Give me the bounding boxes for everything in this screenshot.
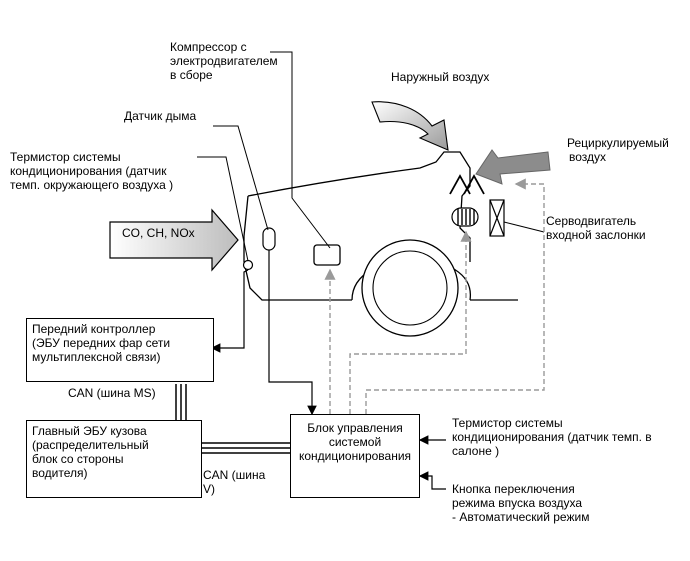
leader-servo (503, 221, 545, 233)
leader-smoke (213, 125, 269, 231)
wheel-inner (372, 250, 448, 326)
recirc-air-arrow (475, 149, 551, 185)
label-gases: CO, CH, NOx (122, 226, 195, 240)
wire-mode-button (418, 471, 446, 490)
smoke-sensor (262, 227, 276, 251)
dashed-blower (349, 230, 472, 414)
can-ms-bus (175, 384, 187, 420)
can-v-bus (202, 442, 290, 454)
leader-compressor (270, 51, 331, 249)
blower-lines (457, 209, 475, 225)
label-smoke-sensor: Датчик дыма (124, 109, 197, 123)
wire-ambient (210, 269, 249, 353)
wire-smoke (268, 250, 317, 416)
vehicle-front (243, 195, 352, 301)
intake-flaps (449, 174, 485, 195)
servo-x (489, 199, 505, 237)
front-controller-box: Передний контроллер(ЭБУ передних фар сет… (26, 318, 214, 382)
label-outside-air: Наружный воздух (391, 70, 490, 84)
outside-air-arrow (371, 101, 449, 151)
compressor-unit (313, 244, 341, 266)
wheel-outer (361, 239, 459, 337)
gas-arrow (109, 208, 239, 272)
ambient-thermistor-sensor (242, 259, 254, 271)
vehicle-outline (247, 151, 471, 262)
dashed-servo (365, 178, 545, 414)
leader-ambient (197, 156, 249, 262)
label-can-ms: CAN (шина MS) (68, 386, 156, 400)
